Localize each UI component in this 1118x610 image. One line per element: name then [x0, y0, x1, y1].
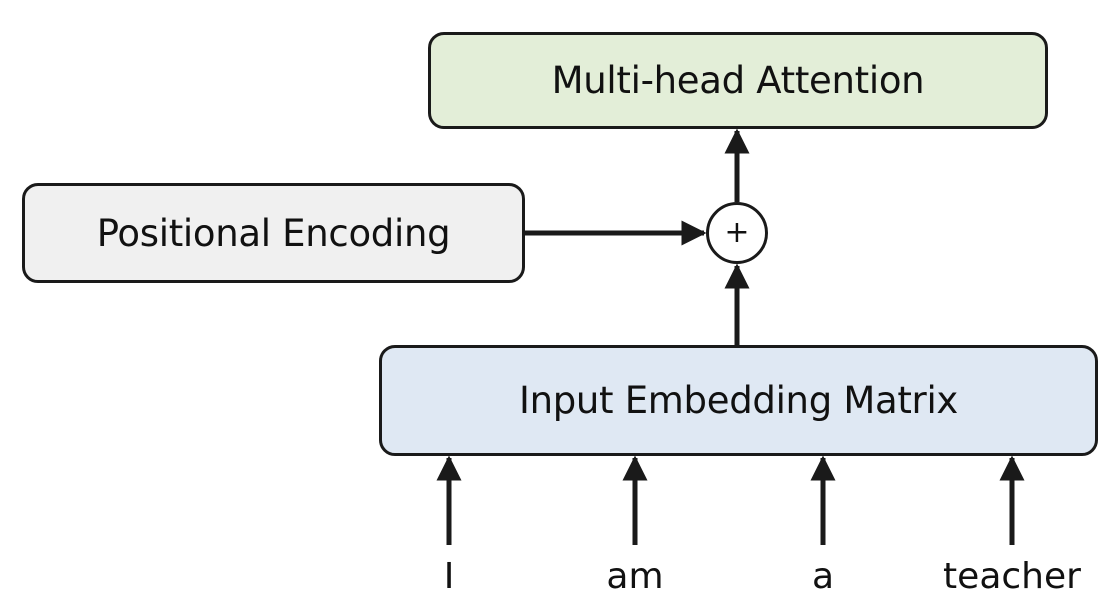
input-embedding-matrix-block: Input Embedding Matrix	[379, 345, 1098, 456]
addition-operator: +	[706, 202, 768, 264]
positional-encoding-label: Positional Encoding	[96, 211, 451, 255]
token-am: am	[606, 556, 664, 597]
multi-head-attention-block: Multi-head Attention	[428, 32, 1048, 129]
token-teacher: teacher	[943, 556, 1081, 597]
positional-encoding-block: Positional Encoding	[22, 183, 525, 283]
multi-head-attention-label: Multi-head Attention	[551, 59, 925, 102]
input-embedding-matrix-label: Input Embedding Matrix	[518, 379, 959, 422]
plus-icon: +	[724, 215, 750, 250]
token-i: I	[443, 556, 455, 597]
token-a: a	[811, 556, 835, 597]
